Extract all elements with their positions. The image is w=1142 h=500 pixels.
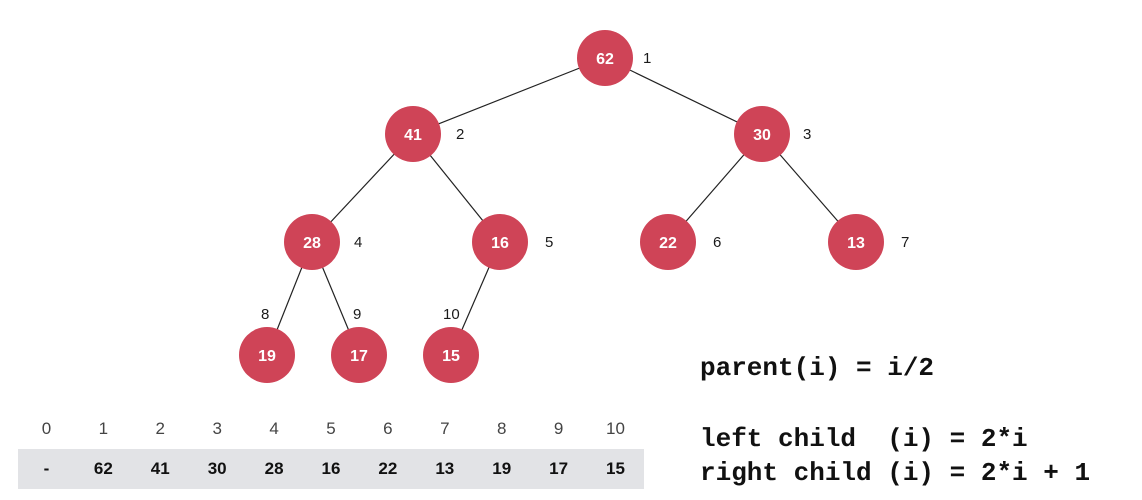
node-value: 19 bbox=[258, 348, 276, 365]
node-index-label: 10 bbox=[443, 306, 460, 323]
node-index-label: 9 bbox=[353, 306, 361, 323]
node-index-label: 2 bbox=[456, 126, 464, 143]
node-index-label: 8 bbox=[261, 306, 269, 323]
array-value-cell: 41 bbox=[150, 459, 170, 478]
node-circle bbox=[577, 30, 633, 86]
node-index-label: 7 bbox=[901, 234, 909, 251]
right-child-formula: right child (i) = 2*i + 1 bbox=[700, 458, 1091, 488]
node-index-label: 6 bbox=[713, 234, 721, 251]
array-value-row: - 62 41 30 28 16 22 13 19 17 15 bbox=[18, 449, 644, 489]
node-value: 41 bbox=[404, 127, 422, 144]
node-index-label: 5 bbox=[545, 234, 553, 251]
array-value-cell: 13 bbox=[435, 459, 455, 478]
node-circle bbox=[284, 214, 340, 270]
array-index-row: 0 1 2 3 4 5 6 7 8 9 10 bbox=[18, 415, 644, 443]
array-index-cell: 10 bbox=[606, 419, 625, 438]
node-circle bbox=[385, 106, 441, 162]
heap-node: 41 2 bbox=[385, 106, 464, 162]
node-circle bbox=[239, 327, 295, 383]
heap-array: 0 1 2 3 4 5 6 7 8 9 10 - 62 41 30 28 16 … bbox=[18, 415, 644, 489]
array-value-cell: 30 bbox=[207, 459, 227, 478]
array-value-cell: 15 bbox=[606, 459, 625, 478]
array-value-cell: 22 bbox=[378, 459, 398, 478]
array-value-cell: 62 bbox=[93, 459, 113, 478]
heap-node: 13 7 bbox=[828, 214, 909, 270]
node-value: 22 bbox=[659, 235, 677, 252]
heap-node: 28 4 bbox=[284, 214, 362, 270]
node-value: 30 bbox=[753, 127, 771, 144]
array-index-cell: 4 bbox=[269, 419, 279, 438]
array-index-cell: 8 bbox=[496, 419, 507, 438]
array-value-cell: 19 bbox=[492, 459, 512, 478]
tree-edge bbox=[604, 57, 763, 135]
array-value-cell: 28 bbox=[264, 459, 284, 478]
heap-node: 30 3 bbox=[734, 106, 811, 162]
node-value: 62 bbox=[596, 51, 614, 68]
node-index-label: 1 bbox=[643, 50, 651, 67]
parent-formula: parent(i) = i/2 bbox=[700, 353, 935, 383]
left-child-formula: left child (i) = 2*i bbox=[700, 424, 1028, 454]
node-value: 13 bbox=[847, 235, 865, 252]
node-circle bbox=[640, 214, 696, 270]
node-circle bbox=[734, 106, 790, 162]
node-value: 15 bbox=[442, 348, 460, 365]
array-index-cell: 9 bbox=[553, 419, 564, 438]
node-index-label: 4 bbox=[354, 234, 362, 251]
array-index-cell: 3 bbox=[212, 419, 222, 438]
heap-node: 22 6 bbox=[640, 214, 721, 270]
array-value-cell: - bbox=[43, 459, 50, 478]
heap-node: 17 9 bbox=[331, 306, 387, 383]
node-value: 28 bbox=[303, 235, 321, 252]
array-index-cell: 6 bbox=[383, 419, 393, 438]
node-circle bbox=[423, 327, 479, 383]
heap-node: 19 8 bbox=[239, 306, 295, 383]
array-index-cell: 7 bbox=[440, 419, 450, 438]
node-value: 16 bbox=[491, 235, 509, 252]
array-index-cell: 2 bbox=[155, 419, 165, 438]
node-circle bbox=[828, 214, 884, 270]
array-value-cell: 16 bbox=[321, 459, 341, 478]
node-value: 17 bbox=[350, 348, 368, 365]
heap-node: 62 1 bbox=[577, 30, 651, 86]
array-index-cell: 0 bbox=[41, 419, 52, 438]
node-index-label: 3 bbox=[803, 126, 811, 143]
node-circle bbox=[472, 214, 528, 270]
node-circle bbox=[331, 327, 387, 383]
tree-edge bbox=[412, 57, 606, 135]
array-index-cell: 5 bbox=[326, 419, 336, 438]
heap-node: 16 5 bbox=[472, 214, 553, 270]
array-value-cell: 17 bbox=[549, 459, 569, 478]
array-index-cell: 1 bbox=[98, 419, 109, 438]
